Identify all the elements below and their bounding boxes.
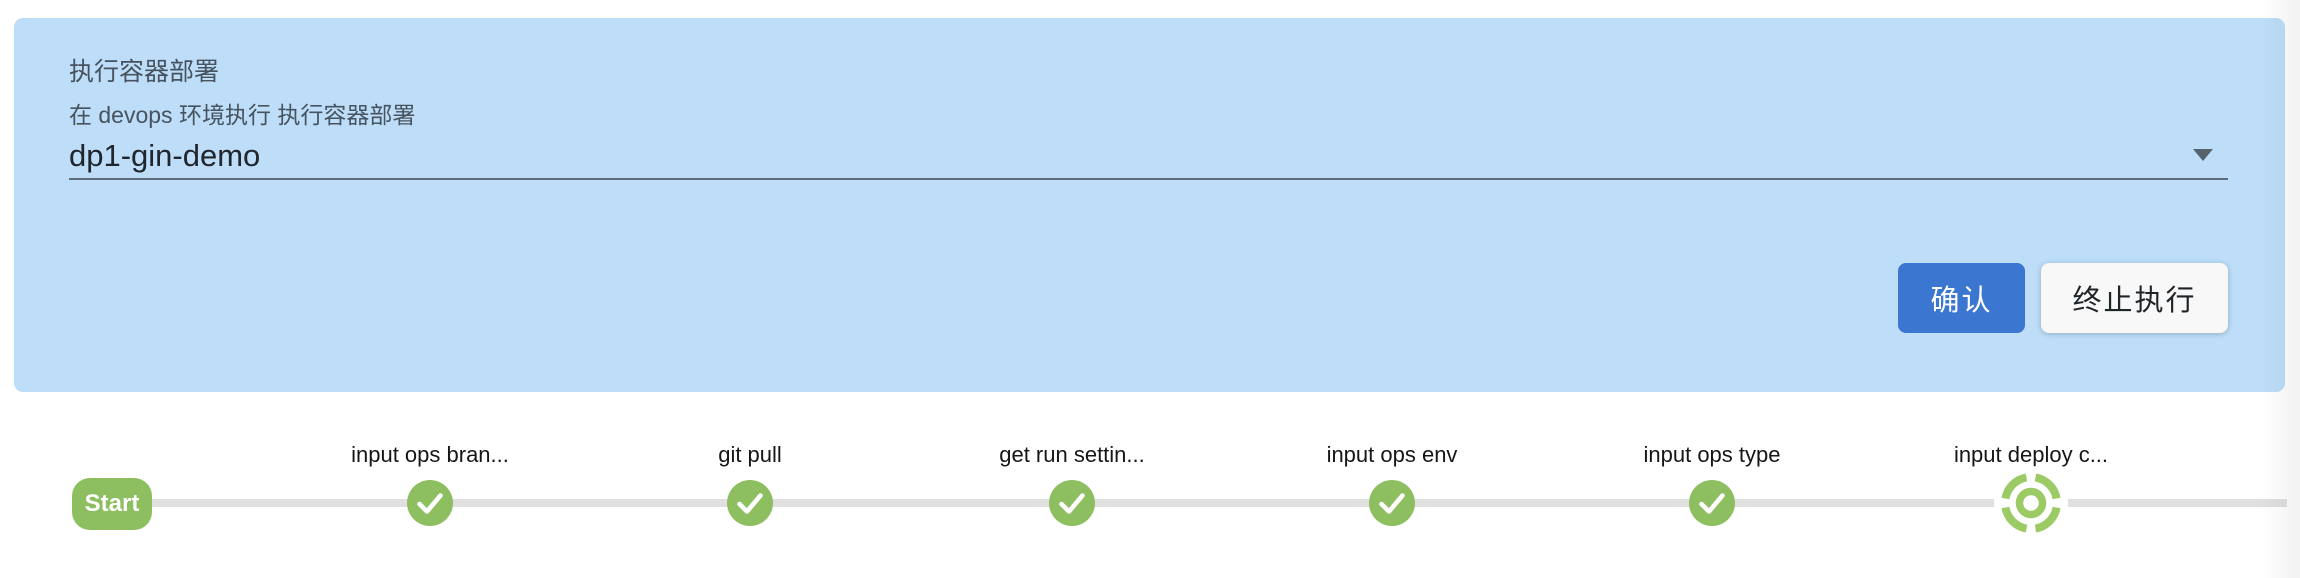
panel-title: 执行容器部署 [69, 58, 220, 86]
step-label: input ops type [1643, 442, 1781, 467]
panel-actions: 确认 终止执行 [1898, 263, 2228, 333]
check-icon [727, 480, 773, 526]
step-node-done[interactable] [407, 480, 453, 526]
pipeline-start-node[interactable]: Start [72, 478, 152, 530]
check-icon [1689, 480, 1735, 526]
check-icon [1369, 480, 1415, 526]
check-icon [1049, 480, 1095, 526]
check-icon [407, 480, 453, 526]
terminate-button[interactable]: 终止执行 [2041, 263, 2228, 333]
step-label: get run settin... [999, 442, 1145, 467]
deploy-prompt-panel: 执行容器部署 在 devops 环境执行 执行容器部署 dp1-gin-demo… [14, 18, 2285, 392]
deployment-select-value: dp1-gin-demo [69, 138, 261, 173]
step-label: git pull [718, 442, 782, 467]
step-node-done[interactable] [727, 480, 773, 526]
step-node-running[interactable] [2001, 473, 2061, 533]
pipeline-connector-line [112, 499, 2287, 507]
step-node-done[interactable] [1049, 480, 1095, 526]
step-node-done[interactable] [1689, 480, 1735, 526]
caret-down-icon [2193, 149, 2213, 161]
spinner-backdrop [1994, 466, 2068, 540]
panel-subtitle: 在 devops 环境执行 执行容器部署 [69, 102, 416, 128]
step-node-done[interactable] [1369, 480, 1415, 526]
spinner-icon [2001, 473, 2061, 533]
confirm-button[interactable]: 确认 [1898, 263, 2025, 333]
step-label: input ops env [1326, 442, 1458, 467]
step-label: input ops bran... [351, 442, 509, 467]
step-label: input deploy c... [1953, 442, 2109, 467]
deployment-select[interactable]: dp1-gin-demo [69, 134, 2228, 180]
